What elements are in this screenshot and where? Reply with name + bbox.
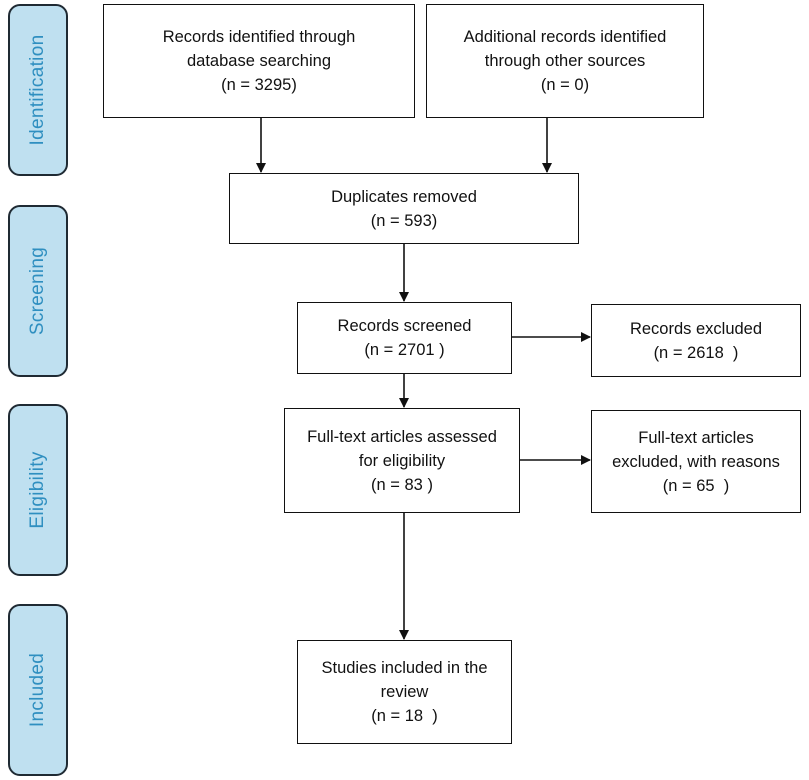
studies-included-line-1: Studies included in the [321,659,488,677]
stage-identification: Identification [8,4,68,176]
additional-records-line-2: through other sources [484,52,646,70]
fulltext-excluded-box: Full-text articles excluded, with reason… [591,410,801,513]
duplicates-removed-label: Duplicates removed [331,187,477,206]
additional-records-line-1: Additional records identified [463,28,667,46]
fulltext-excluded-line-2: excluded, with reasons [612,452,780,471]
fulltext-excluded-line-1: Full-text articles [638,428,754,447]
records-identified-box: Records identified through database sear… [103,4,415,118]
records-identified-count: (n = 3295) [221,76,297,94]
records-excluded-count: (n = 2618 ) [653,343,739,362]
studies-included-line-2: review [380,683,429,701]
records-identified-line-1: Records identified through [162,28,356,46]
duplicates-removed-count: (n = 593) [370,211,438,230]
studies-included-count: (n = 18 ) [371,707,438,725]
additional-records-count: (n = 0) [540,76,590,94]
stage-eligibility: Eligibility [8,404,68,576]
records-screened-label: Records screened [337,317,472,335]
fulltext-excluded-count: (n = 65 ) [662,476,730,495]
records-excluded-box: Records excluded (n = 2618 ) [591,304,801,377]
stage-included: Included [8,604,68,776]
fulltext-assessed-line-1: Full-text articles assessed [307,427,497,446]
stage-screening: Screening [8,205,68,377]
records-screened-box: Records screened (n = 2701 ) [297,302,512,374]
additional-records-box: Additional records identified through ot… [426,4,704,118]
records-excluded-label: Records excluded [629,319,763,338]
fulltext-assessed-box: Full-text articles assessed for eligibil… [284,408,520,513]
studies-included-box: Studies included in the review (n = 18 ) [297,640,512,744]
records-screened-count: (n = 2701 ) [364,341,445,359]
duplicates-removed-box: Duplicates removed (n = 593) [229,173,579,244]
records-identified-line-2: database searching [186,52,332,70]
fulltext-assessed-line-2: for eligibility [358,451,446,470]
fulltext-assessed-count: (n = 83 ) [371,475,433,494]
